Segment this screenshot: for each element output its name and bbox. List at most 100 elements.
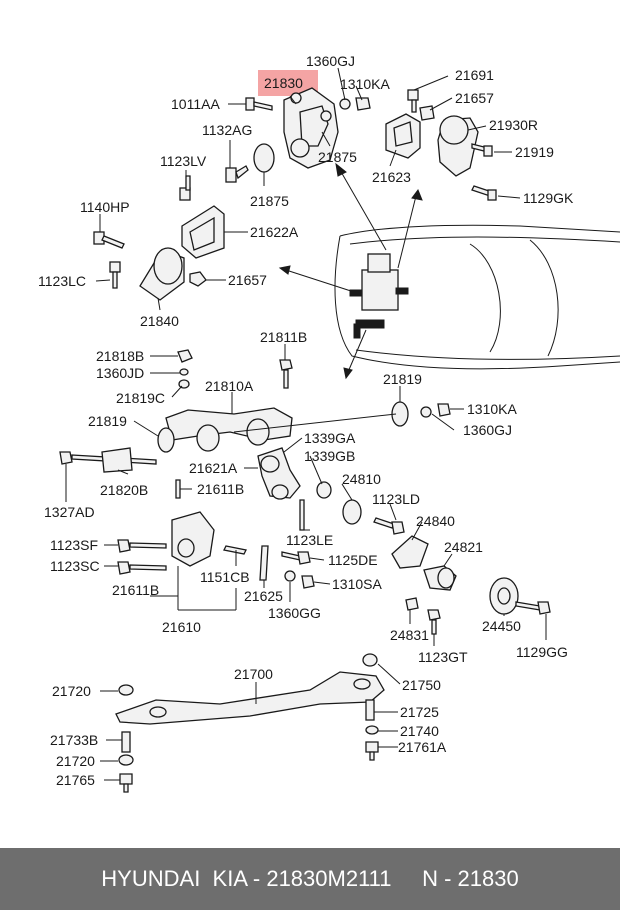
- label-1360gj-mid: 1360GJ: [463, 422, 512, 438]
- washer-24831: [405, 597, 419, 611]
- label-1151cb: 1151CB: [200, 569, 250, 585]
- arrows: [233, 162, 423, 433]
- bolt-1123sf: [117, 539, 167, 553]
- label-21830: 21830: [264, 75, 303, 91]
- bushing-21720-a: [118, 684, 134, 696]
- engine-mount-bracket-21830: [283, 87, 339, 169]
- label-24450: 24450: [482, 618, 521, 634]
- bracket-21622a: [181, 205, 225, 259]
- nut-21818b: [177, 349, 193, 363]
- bolt-21611b-top: [175, 479, 181, 499]
- nut-1310ka-top: [355, 97, 371, 111]
- label-1123ld: 1123LD: [372, 491, 420, 507]
- label-21623: 21623: [372, 169, 411, 185]
- label-21622a: 21622A: [250, 224, 299, 240]
- label-21810a: 21810A: [205, 378, 254, 394]
- bracket-21820b: [101, 447, 133, 473]
- bolt-1140hp: [93, 231, 125, 249]
- label-24831: 24831: [390, 627, 429, 643]
- nut-1310ka-mid: [437, 403, 451, 417]
- washer-21875-a: [253, 143, 275, 173]
- label-21819-left: 21819: [88, 413, 127, 429]
- label-1123le: 1123LE: [286, 532, 333, 548]
- label-1310ka-mid: 1310KA: [467, 401, 517, 417]
- label-21840: 21840: [140, 313, 179, 329]
- label-21820b: 21820B: [100, 482, 148, 498]
- label-21818b: 21818B: [96, 348, 144, 364]
- crossmember-21700: [115, 671, 385, 725]
- label-21720-a: 21720: [52, 683, 91, 699]
- label-21725: 21725: [400, 704, 439, 720]
- vehicle-outline: [334, 224, 620, 370]
- label-21819c: 21819C: [116, 390, 165, 406]
- label-21811b: 21811B: [260, 329, 307, 345]
- label-21621a: 21621A: [189, 460, 238, 476]
- label-1310ka-top: 1310KA: [340, 76, 390, 92]
- label-21733b: 21733B: [50, 732, 98, 748]
- washer-1360gg: [284, 570, 296, 582]
- bushing-24810: [342, 499, 362, 525]
- label-1360gg: 1360GG: [268, 605, 321, 621]
- bolt-21811b: [279, 359, 293, 389]
- label-21750: 21750: [402, 677, 441, 693]
- rod-24840: [391, 535, 429, 569]
- nut-21657-mid: [189, 271, 207, 287]
- parts-diagram: 21830 1360GJ 1310KA 21691 21657 21930R 2…: [38, 53, 620, 793]
- label-24821: 24821: [444, 539, 483, 555]
- label-21611b-bot: 21611B: [112, 582, 159, 598]
- bracket-21611b: [171, 511, 215, 567]
- link-21625: [259, 545, 269, 581]
- clip-21819c: [178, 379, 190, 389]
- label-1132ag: 1132AG: [202, 122, 252, 138]
- label-1011aa: 1011AA: [171, 96, 220, 112]
- label-1140hp: 1140HP: [80, 199, 130, 215]
- label-21611b-top: 21611B: [197, 481, 244, 497]
- bolt-21761a: [365, 741, 379, 761]
- bolt-1011aa: [245, 97, 273, 111]
- nut-21657-top: [419, 105, 435, 121]
- pulley-24450: [489, 577, 519, 615]
- label-1339gb: 1339GB: [304, 448, 355, 464]
- label-1123gt: 1123GT: [418, 649, 468, 665]
- label-1123lc: 1123LC: [38, 273, 86, 289]
- bolt-21691: [407, 89, 419, 113]
- bolt-1125de: [281, 551, 311, 565]
- joint-24821: [423, 565, 457, 591]
- label-21691: 21691: [455, 67, 494, 83]
- label-24810: 24810: [342, 471, 381, 487]
- arm-21621a: [257, 447, 301, 500]
- bracket-21623: [385, 113, 421, 159]
- label-21875-b: 21875: [318, 149, 357, 165]
- bolt-21919: [471, 143, 493, 157]
- label-1339ga: 1339GA: [304, 430, 356, 446]
- bolt-1151cb: [223, 545, 247, 555]
- label-21720-b: 21720: [56, 753, 95, 769]
- label-1360jd: 1360JD: [96, 365, 144, 381]
- bolt-1123lc: [109, 261, 121, 289]
- bolt-1123sc: [117, 561, 167, 575]
- bushing-21819-left: [157, 427, 175, 453]
- label-1360gj-top: 1360GJ: [306, 53, 355, 69]
- nut-1310sa: [301, 575, 315, 589]
- bolt-1123gt: [427, 609, 441, 635]
- label-21765: 21765: [56, 772, 95, 788]
- label-21819-right: 21819: [383, 371, 422, 387]
- leader-lines: [65, 67, 547, 781]
- label-21700: 21700: [234, 666, 273, 682]
- bushing-21750: [362, 653, 378, 667]
- label-21875-a: 21875: [250, 193, 289, 209]
- bolt-1123lv: [179, 175, 191, 201]
- bolt-1123ld: [373, 517, 405, 535]
- washer-1360jd: [179, 368, 189, 376]
- label-21610: 21610: [162, 619, 201, 635]
- mount-21840: [139, 247, 185, 301]
- label-21740: 21740: [400, 723, 439, 739]
- bolt-1129gk: [471, 185, 497, 201]
- bolt-1123le: [299, 499, 305, 531]
- label-1327ad: 1327AD: [44, 504, 95, 520]
- label-1129gg: 1129GG: [516, 644, 568, 660]
- sleeve-21733b: [121, 731, 131, 753]
- label-1123lv: 1123LV: [160, 153, 207, 169]
- bushing-1339ga: [316, 481, 332, 499]
- sleeve-21725: [365, 699, 375, 721]
